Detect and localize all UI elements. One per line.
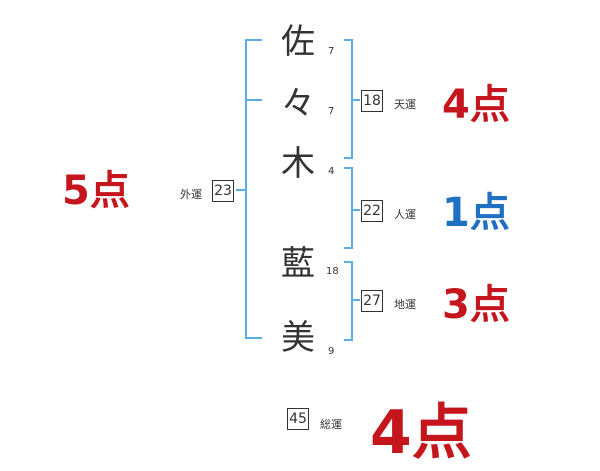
jinun-label: 人運 bbox=[394, 208, 416, 221]
gaiun-value: 23 bbox=[212, 180, 234, 202]
gaiun-score: 5点 bbox=[62, 168, 130, 214]
stroke-count-2: 7 bbox=[328, 106, 335, 117]
jinun-score: 1点 bbox=[442, 190, 510, 236]
tenun-bracket bbox=[344, 39, 353, 159]
jinun-value: 22 bbox=[361, 200, 383, 222]
stroke-count-3: 4 bbox=[328, 166, 335, 177]
chiun-value: 27 bbox=[361, 290, 383, 312]
gaiun-label: 外運 bbox=[180, 188, 202, 201]
jinun-bracket bbox=[344, 167, 353, 249]
name-char-1: 佐 bbox=[281, 22, 315, 62]
tenun-value: 18 bbox=[361, 90, 383, 112]
outer-bracket bbox=[245, 39, 262, 339]
souun-score: 4点 bbox=[370, 398, 472, 468]
name-char-2: 々 bbox=[281, 84, 315, 124]
chiun-score: 3点 bbox=[442, 282, 510, 328]
souun-label: 総運 bbox=[320, 418, 342, 431]
tenun-label: 天運 bbox=[394, 98, 416, 111]
souun-value: 45 bbox=[287, 408, 309, 430]
tenun-score: 4点 bbox=[442, 82, 510, 128]
name-char-4: 藍 bbox=[281, 244, 315, 284]
name-char-5: 美 bbox=[281, 318, 315, 358]
stroke-count-5: 9 bbox=[328, 346, 335, 357]
chiun-label: 地運 bbox=[394, 298, 416, 311]
chiun-bracket bbox=[344, 261, 353, 341]
stroke-count-4: 18 bbox=[326, 266, 339, 277]
name-char-3: 木 bbox=[281, 144, 315, 184]
stroke-count-1: 7 bbox=[328, 46, 335, 57]
